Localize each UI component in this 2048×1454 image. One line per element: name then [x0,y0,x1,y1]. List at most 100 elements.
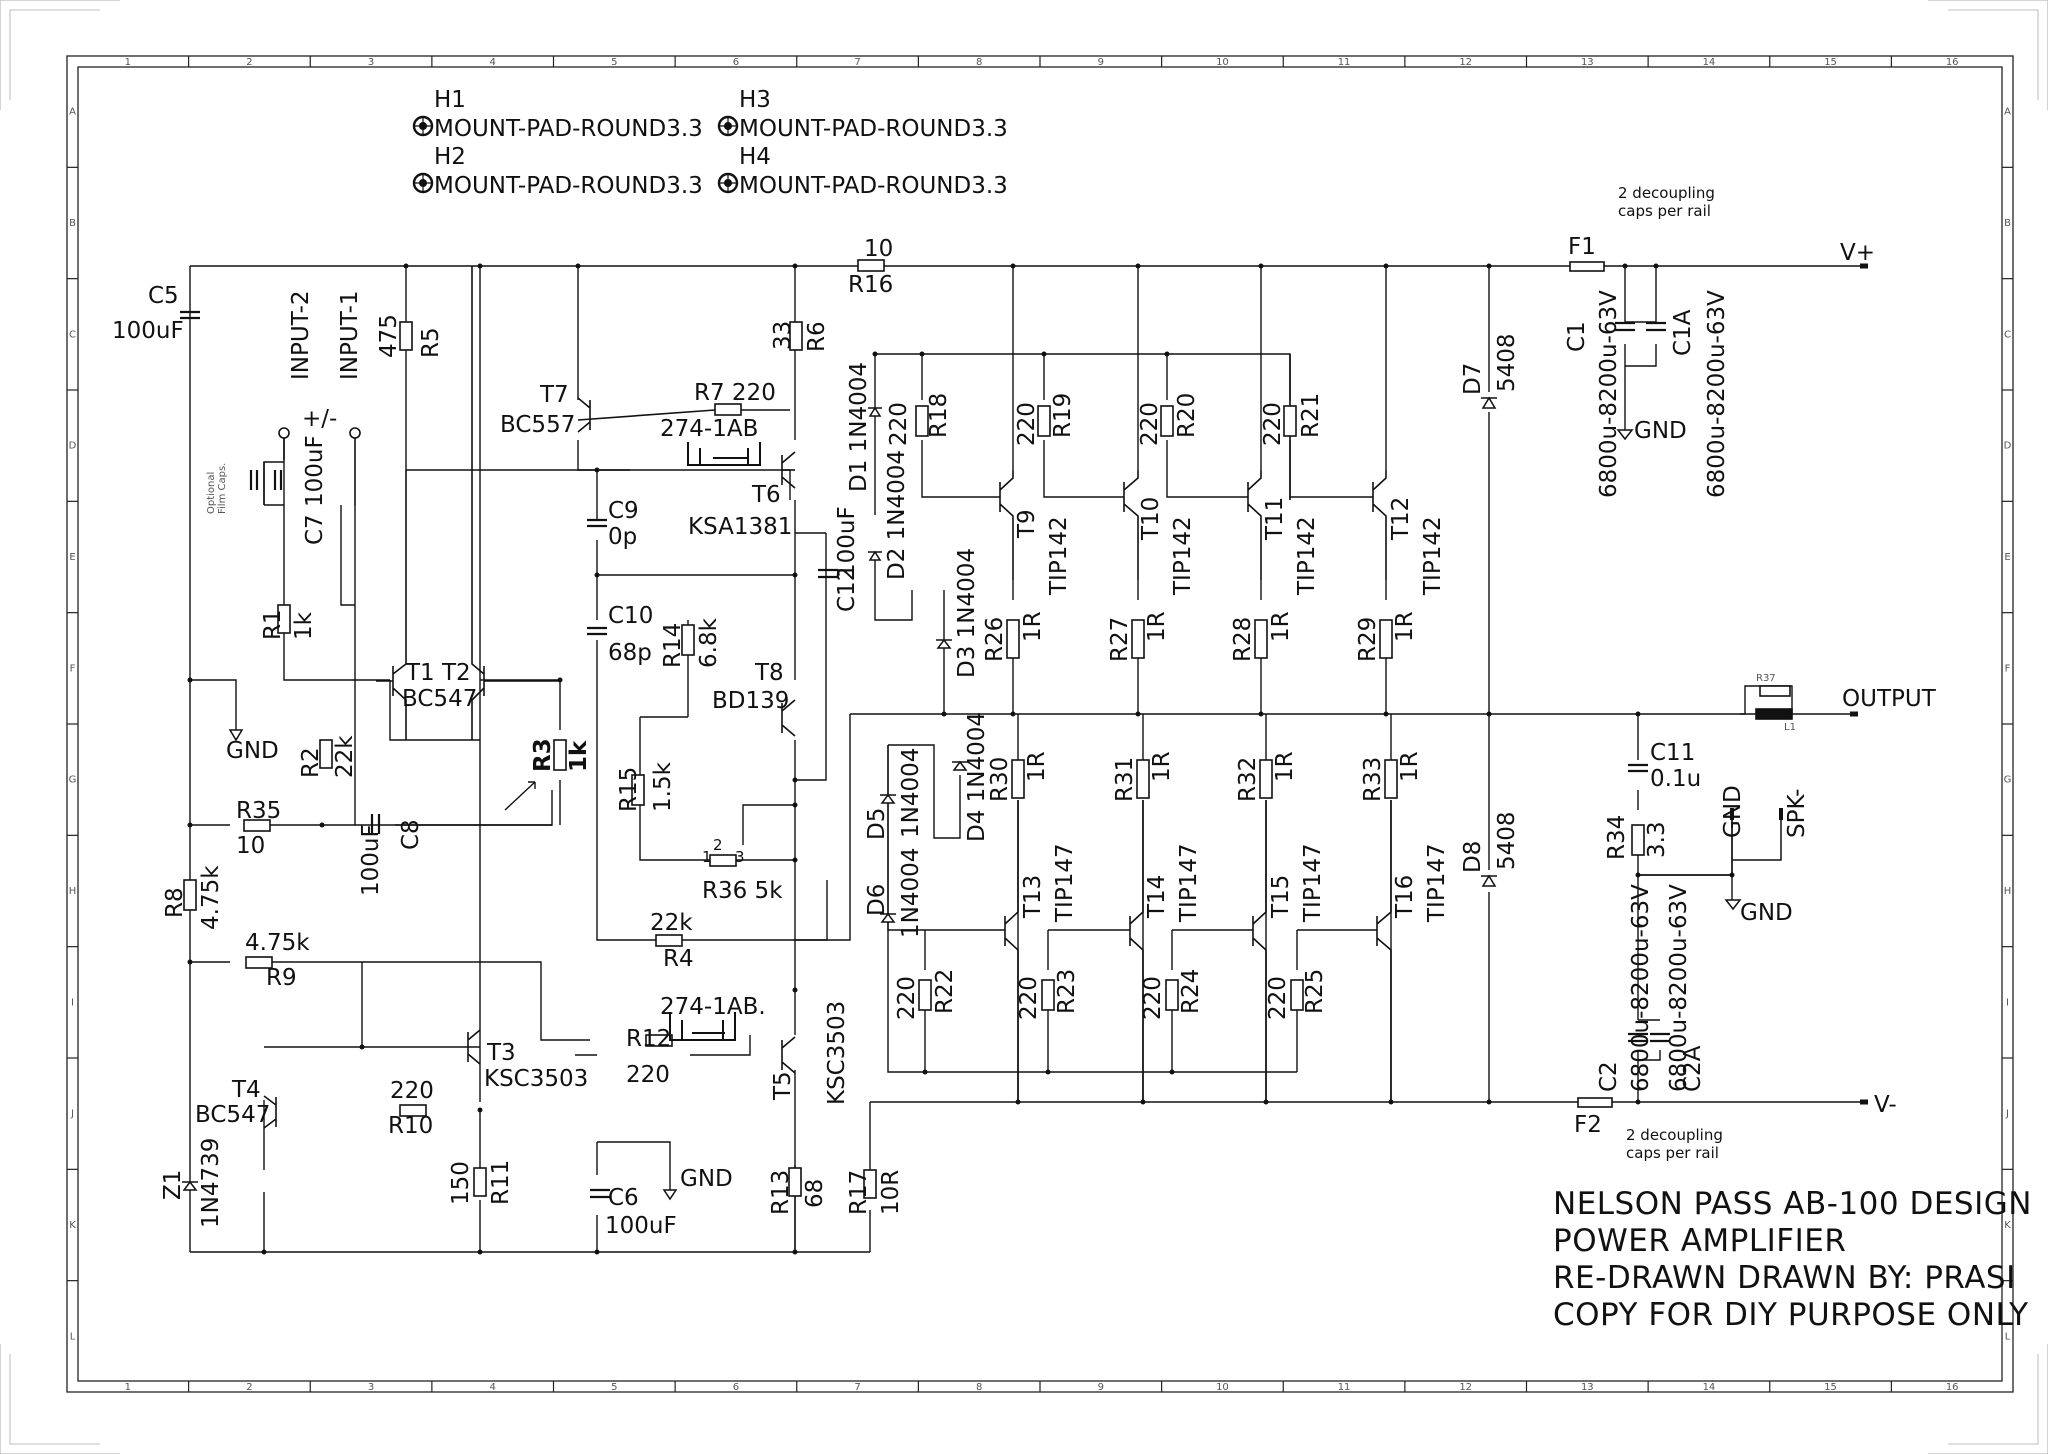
t16-ref: T16 [1392,875,1418,919]
row-letter: K [2004,1220,2011,1231]
column-number: 3 [368,1382,374,1393]
row-letter: D [2004,441,2012,452]
t12-value: TIP142 [1420,516,1446,596]
h2-value: MOUNT-PAD-ROUND3.3 [434,173,703,199]
r36-pin2: 2 [713,836,723,854]
r19-ref: R19 [1050,393,1076,438]
t3-value: KSC3503 [484,1066,588,1092]
c2-value: 6800u-8200u-63V [1628,884,1654,1092]
column-number: 12 [1459,57,1472,68]
t13-value: TIP147 [1052,843,1078,923]
r15-value: 1.5k [650,761,676,812]
d6-ref: D6 [864,884,890,916]
r5-ref: R5 [418,327,444,358]
r35-value: 10 [236,833,265,859]
t10-ref: T10 [1138,497,1164,541]
column-number: 14 [1703,1382,1716,1393]
t4-ref: T4 [231,1077,261,1103]
r16-ref: R16 [848,272,893,298]
c9-ref: C9 [608,498,639,524]
r26-ref: R26 [982,617,1008,662]
r11-ref: R11 [488,1160,514,1205]
column-number: 7 [854,1382,860,1393]
net-spk: SPK- [1784,789,1810,838]
r32-ref: R32 [1235,757,1261,802]
r27-ref: R27 [1107,617,1133,662]
c5-ref: C5 [148,283,179,309]
c8-ref: C8 [398,819,424,850]
component-labels: C5 100uF C7 100uF R1 1k R2 22k 475 R5 R3… [112,234,1796,1239]
title-block: NELSON PASS AB-100 DESIGN POWER AMPLIFIE… [1553,1186,2031,1333]
row-letter: A [2004,107,2011,118]
r23-value: 220 [1016,976,1042,1020]
title-line-4: COPY FOR DIY PURPOSE ONLY [1553,1297,2029,1333]
decouple-note-bot-1: 2 decoupling [1626,1126,1723,1144]
r22-ref: R22 [932,969,958,1014]
c7-label: C7 100uF [302,435,328,545]
column-number: 4 [490,57,496,68]
row-letter: I [71,997,74,1008]
column-number: 12 [1459,1382,1472,1393]
r1-ref: R1 [260,609,286,640]
r7-label: R7 220 [694,380,776,406]
column-number: 7 [854,57,860,68]
column-ticks [188,56,1892,1392]
column-number: 13 [1581,57,1594,68]
title-line-2: POWER AMPLIFIER [1553,1223,1846,1259]
d4-label: D4 1N4004 [964,712,990,842]
column-number: 6 [733,1382,739,1393]
r36-pin3: 3 [735,848,745,866]
t6-ref: T6 [751,482,781,508]
column-number: 5 [611,1382,617,1393]
t4-value: BC547 [195,1102,270,1128]
column-number: 11 [1338,1382,1351,1393]
column-number: 14 [1703,57,1716,68]
t1t2-value: BC547 [402,686,477,712]
t11-value: TIP142 [1294,516,1320,596]
column-number: 2 [246,1382,252,1393]
r4-ref: R4 [663,946,694,972]
r6-ref: R6 [804,321,830,352]
r3-wiper-arrow [504,781,536,811]
c8-value: 100uF [358,824,384,896]
net-input1: INPUT-1 [337,290,363,380]
d6-value: 1N4004 [898,848,924,938]
d7-value: 5408 [1494,333,1520,392]
row-letter: L [70,1331,76,1342]
row-letter: G [2004,775,2012,786]
t1t2-ref: T1 T2 [405,660,471,686]
row-letter: C [2004,329,2011,340]
h3-value: MOUNT-PAD-ROUND3.3 [739,116,1008,142]
net-gnd-input: GND [226,738,279,764]
r21-ref: R21 [1298,393,1324,438]
net-labels: V+ V- OUTPUT GND GND GND GND GND SPK- IN… [226,240,1937,1192]
decouple-note-top-1: 2 decoupling [1618,184,1715,202]
row-letter: F [70,663,76,674]
t7-value: BC557 [500,412,575,438]
r30-value: 1R [1024,751,1050,782]
gnd-symbols [228,429,1783,1201]
t15-value: TIP147 [1300,843,1326,923]
l1-label: L1 [1784,722,1796,733]
column-number: 3 [368,57,374,68]
r3-ref: R3 [530,738,556,772]
r33-ref: R33 [1360,757,1386,802]
column-number: 16 [1946,57,1959,68]
r31-ref: R31 [1112,757,1138,802]
r13-ref: R13 [768,1170,794,1215]
film-note-1: Optional [206,472,217,514]
r14-ref: R14 [660,623,686,668]
row-letter: E [69,552,75,563]
r28-value: 1R [1268,611,1294,642]
notes: 2 decoupling caps per rail 2 decoupling … [206,184,1723,1162]
capacitor-symbols [180,310,1670,1199]
net-output: OUTPUT [1842,686,1937,712]
row-letter: F [2005,663,2011,674]
t13-ref: T13 [1020,875,1046,919]
column-number: 2 [246,57,252,68]
t15-ref: T15 [1268,875,1294,919]
r22-value: 220 [894,976,920,1020]
c2a-value: 6800u-8200u-63V [1666,884,1692,1092]
